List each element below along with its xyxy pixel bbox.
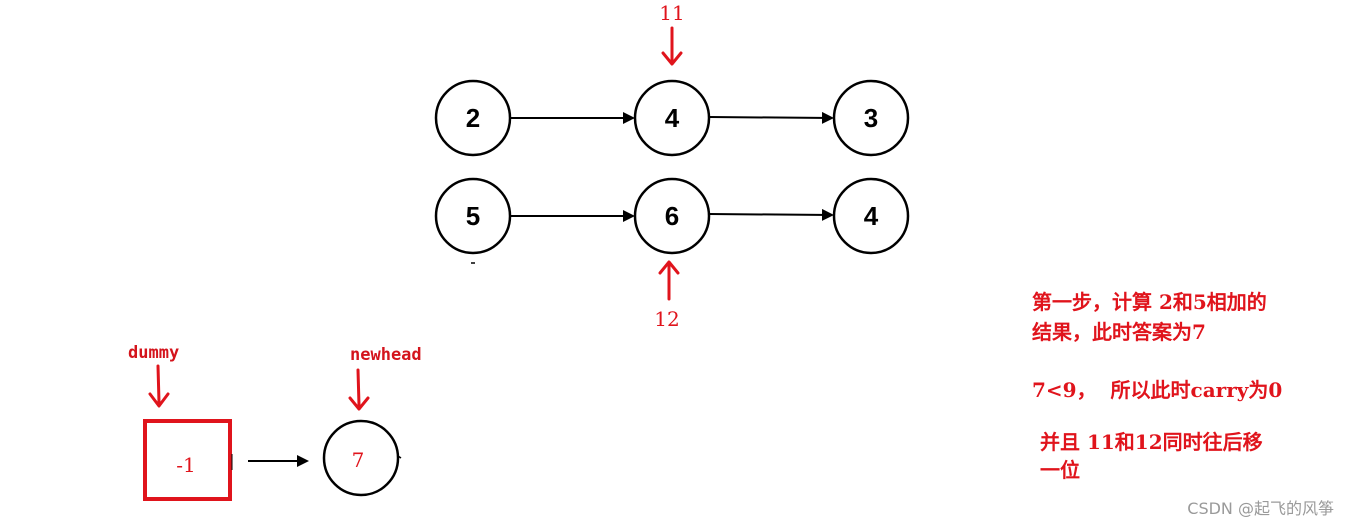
note-move-line2: 一位 (1040, 458, 1080, 482)
dummy-label: dummy (128, 343, 179, 363)
list2-node-0-value: 5 (466, 201, 480, 231)
list2-node-1-value: 6 (665, 201, 679, 231)
pointer-12-arrow-icon (658, 260, 680, 301)
note-move-line1: 并且 11和12同时往后移 (1040, 430, 1263, 454)
note-carry: 7<9， 所以此时carry为0 (1032, 378, 1283, 402)
pointer-12-label: 12 (654, 307, 679, 331)
list1-node-1-value: 4 (665, 103, 680, 133)
newhead-node (322, 419, 400, 497)
pointer-11: 11 (659, 1, 685, 66)
watermark: CSDN @起飞的风筝 (1187, 499, 1334, 518)
list1: 2 4 3 (434, 79, 910, 157)
list2-node-2-value: 4 (864, 201, 879, 231)
newhead-node-value: 7 (352, 448, 365, 472)
list2: 5 6 4 (434, 177, 910, 264)
newhead-edge-mark (397, 455, 402, 459)
dummy-node (143, 419, 232, 501)
list2-node-1 (633, 177, 711, 255)
list1-edge-1 (708, 111, 834, 124)
list1-node-2 (832, 79, 910, 157)
newhead-label: newhead (350, 345, 422, 365)
list1-node-0-value: 2 (466, 103, 480, 133)
list1-node-2-value: 3 (864, 103, 878, 133)
note-step1-line2: 结果，此时答案为7 (1032, 320, 1206, 344)
list2-edge-1 (708, 208, 834, 221)
pointer-11-label: 11 (659, 1, 684, 25)
newhead-arrow-icon (348, 368, 370, 411)
note-step1-line1: 第一步，计算 2和5相加的 (1032, 290, 1267, 314)
result-list: dummy -1 newhead 7 (128, 343, 422, 501)
pointer-12: 12 (654, 260, 680, 331)
dummy-arrow-icon (148, 364, 170, 408)
list2-node-2 (832, 177, 910, 255)
dummy-node-value: -1 (176, 453, 195, 477)
pointer-11-arrow-icon (661, 26, 683, 66)
